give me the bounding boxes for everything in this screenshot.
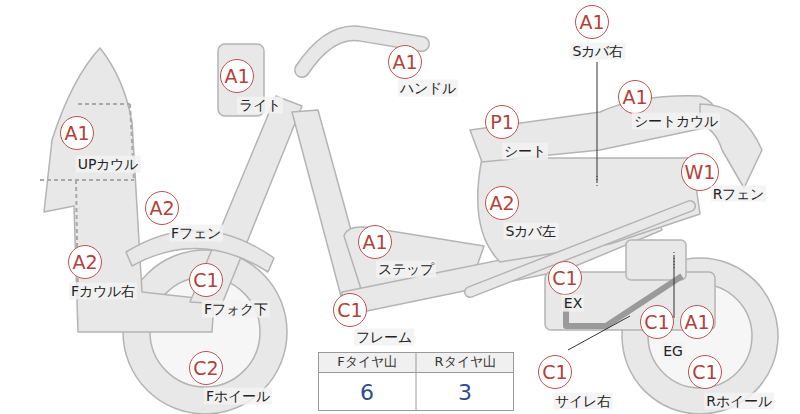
part-name: Fカウル右 [69, 283, 137, 300]
part-name: シートカウル [632, 113, 720, 130]
damage-callout: A1ステップ [358, 225, 392, 259]
part-name: EX [562, 295, 584, 312]
damage-callout: A2Sカバ左 [485, 186, 519, 220]
callout-code: C1 [552, 269, 577, 288]
part-name: サイレ右 [553, 393, 613, 410]
damage-callout: W1Rフェン [681, 153, 720, 192]
damage-callout: A1 [680, 305, 714, 339]
part-name: ハンドル [398, 80, 458, 97]
tread-value: 6 [360, 380, 374, 405]
callout-code: C1 [692, 363, 717, 382]
callout-code: C2 [193, 359, 218, 378]
part-name: シート [502, 143, 548, 160]
part-name: Sカバ右 [571, 43, 626, 60]
callout-code: A2 [149, 199, 174, 218]
callout-code: P1 [490, 113, 514, 132]
callout-code: A1 [684, 313, 709, 332]
table-header: Fタイヤ山 [337, 353, 396, 371]
callout-code: C1 [193, 271, 218, 290]
callout-code: A2 [72, 253, 97, 272]
damage-callout: C2Fホイール [189, 351, 223, 385]
damage-callout: P1シート [485, 105, 519, 139]
callout-code: C1 [337, 301, 362, 320]
damage-callout: C1EX [548, 261, 582, 295]
callout-code: A1 [392, 53, 417, 72]
callout-code: A1 [64, 124, 89, 143]
damage-callout: C1サイレ右 [538, 355, 572, 389]
callout-code: C1 [542, 363, 567, 382]
part-name: Sカバ左 [504, 223, 559, 240]
part-name: Fフェン [169, 225, 223, 242]
tread-value: 3 [458, 380, 472, 405]
part-name: ライト [237, 97, 283, 114]
damage-callout: A1Sカバ右 [575, 5, 609, 39]
damage-callout: C1Fフォク下 [189, 263, 223, 297]
damage-callout: A2Fフェン [145, 191, 179, 225]
damage-callout: A1UPカウル [60, 116, 94, 150]
part-name: Fホイール [204, 388, 272, 405]
part-name: Rフェン [711, 185, 767, 202]
callout-code: A1 [362, 233, 387, 252]
damage-callout: C1フレーム [333, 293, 367, 327]
callout-code: A1 [622, 88, 647, 107]
damage-callout: C1EG [640, 305, 674, 339]
damage-callout: A2Fカウル右 [68, 245, 102, 279]
part-name: フレーム [354, 329, 414, 346]
callout-code: W1 [685, 163, 716, 182]
callout-code: C1 [644, 313, 669, 332]
part-name: EG [661, 343, 685, 360]
damage-callout: A1ハンドル [388, 45, 422, 79]
damage-callout: C1Rホイール [688, 355, 722, 389]
damage-callout: A1ライト [220, 59, 254, 93]
part-name: ステップ [376, 261, 436, 278]
part-name: Fフォク下 [202, 301, 270, 318]
callout-code: A1 [224, 67, 249, 86]
part-name: Rホイール [704, 393, 774, 410]
part-name: UPカウル [76, 156, 141, 173]
table-header: Rタイヤ山 [434, 353, 495, 371]
callout-code: A1 [579, 13, 604, 32]
damage-callout: A1シートカウル [618, 80, 652, 114]
callout-code: A2 [489, 194, 514, 213]
